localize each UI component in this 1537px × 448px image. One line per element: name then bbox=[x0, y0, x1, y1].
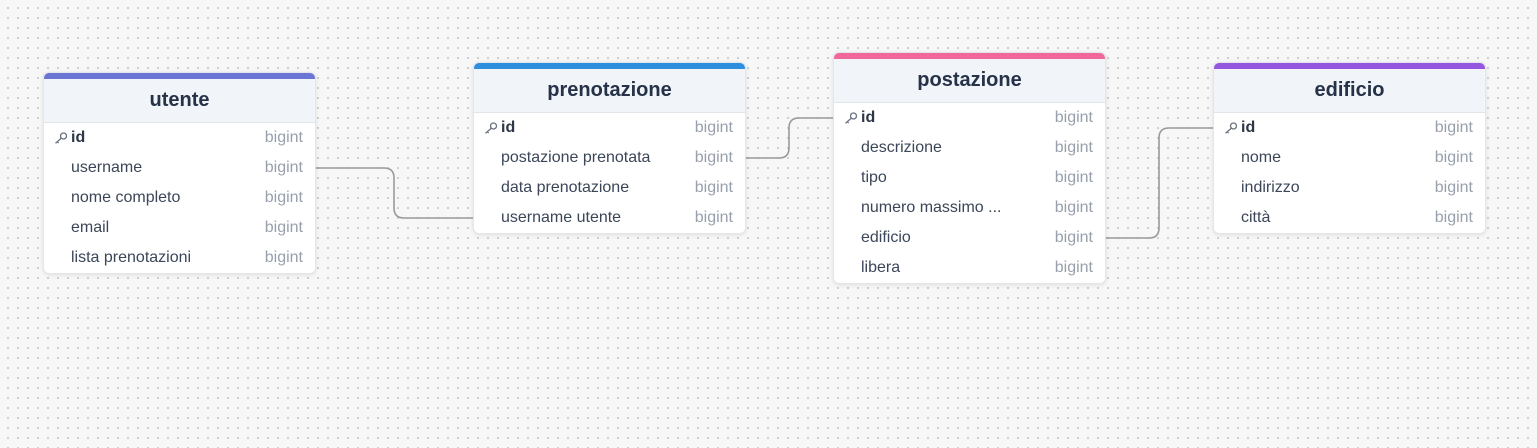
field-name: id bbox=[501, 119, 516, 136]
field-row[interactable]: nome bigint bbox=[1214, 143, 1485, 173]
table-accent-bar bbox=[474, 63, 745, 69]
field-name: descrizione bbox=[861, 139, 942, 156]
field-type: bigint bbox=[1054, 199, 1093, 216]
primary-key-icon bbox=[845, 112, 858, 124]
field-row[interactable]: postazione prenotata bigint bbox=[474, 143, 745, 173]
field-type: bigint bbox=[1054, 259, 1093, 276]
field-name: numero massimo ... bbox=[861, 199, 1002, 216]
field-type: bigint bbox=[1434, 209, 1473, 226]
field-type: bigint bbox=[1054, 169, 1093, 186]
field-name: tipo bbox=[861, 169, 887, 186]
field-row[interactable]: username bigint bbox=[44, 153, 315, 183]
field-name: edificio bbox=[861, 229, 911, 246]
field-row[interactable]: id bigint bbox=[44, 123, 315, 153]
field-type: bigint bbox=[264, 189, 303, 206]
field-row[interactable]: numero massimo ... bigint bbox=[834, 193, 1105, 223]
field-row[interactable]: città bigint bbox=[1214, 203, 1485, 233]
field-row[interactable]: data prenotazione bigint bbox=[474, 173, 745, 203]
field-name: postazione prenotata bbox=[501, 149, 651, 166]
field-type: bigint bbox=[264, 219, 303, 236]
field-name: data prenotazione bbox=[501, 179, 630, 196]
field-type: bigint bbox=[694, 179, 733, 196]
primary-key-icon bbox=[1225, 122, 1238, 134]
field-type: bigint bbox=[1434, 179, 1473, 196]
relation-line-postazione-prenotazione[interactable] bbox=[745, 117, 833, 159]
field-row[interactable]: id bigint bbox=[834, 103, 1105, 133]
field-name: lista prenotazioni bbox=[71, 249, 192, 266]
field-row[interactable]: username utente bigint bbox=[474, 203, 745, 233]
table-title[interactable]: utente bbox=[44, 79, 315, 123]
field-type: bigint bbox=[1054, 109, 1093, 126]
table-title[interactable]: prenotazione bbox=[474, 69, 745, 113]
field-name: città bbox=[1241, 209, 1271, 226]
field-type: bigint bbox=[694, 149, 733, 166]
field-name: indirizzo bbox=[1241, 179, 1300, 196]
field-type: bigint bbox=[694, 119, 733, 136]
field-name: username bbox=[71, 159, 143, 176]
table-title[interactable]: edificio bbox=[1214, 69, 1485, 113]
field-name: nome completo bbox=[71, 189, 181, 206]
table-accent-bar bbox=[44, 73, 315, 79]
field-type: bigint bbox=[1054, 139, 1093, 156]
relation-line-utente-prenotazione[interactable] bbox=[315, 167, 473, 219]
field-name: email bbox=[71, 219, 110, 236]
table-accent-bar bbox=[1214, 63, 1485, 69]
field-type: bigint bbox=[1434, 119, 1473, 136]
relation-line-edificio-postazione[interactable] bbox=[1105, 127, 1213, 239]
table-edificio[interactable]: edificio id bigint nome bigint indirizzo bigin… bbox=[1213, 62, 1486, 234]
field-type: bigint bbox=[1054, 229, 1093, 246]
field-row[interactable]: libera bigint bbox=[834, 253, 1105, 283]
field-name: nome bbox=[1241, 149, 1282, 166]
field-row[interactable]: id bigint bbox=[474, 113, 745, 143]
field-row[interactable]: id bigint bbox=[1214, 113, 1485, 143]
table-title[interactable]: postazione bbox=[834, 59, 1105, 103]
field-row[interactable]: edificio bigint bbox=[834, 223, 1105, 253]
field-name: id bbox=[71, 129, 86, 146]
field-type: bigint bbox=[1434, 149, 1473, 166]
field-name: id bbox=[861, 109, 876, 126]
field-type: bigint bbox=[264, 249, 303, 266]
field-type: bigint bbox=[264, 129, 303, 146]
field-name: libera bbox=[861, 259, 901, 276]
field-row[interactable]: nome completo bigint bbox=[44, 183, 315, 213]
field-name: username utente bbox=[501, 209, 622, 226]
table-accent-bar bbox=[834, 53, 1105, 59]
field-type: bigint bbox=[264, 159, 303, 176]
field-name: id bbox=[1241, 119, 1256, 136]
field-row[interactable]: lista prenotazioni bigint bbox=[44, 243, 315, 273]
field-row[interactable]: email bigint bbox=[44, 213, 315, 243]
field-row[interactable]: descrizione bigint bbox=[834, 133, 1105, 163]
primary-key-icon bbox=[55, 132, 68, 144]
field-type: bigint bbox=[694, 209, 733, 226]
field-row[interactable]: indirizzo bigint bbox=[1214, 173, 1485, 203]
table-postazione[interactable]: postazione id bigint descrizione bigint tipo b… bbox=[833, 52, 1106, 284]
primary-key-icon bbox=[485, 122, 498, 134]
field-row[interactable]: tipo bigint bbox=[834, 163, 1105, 193]
